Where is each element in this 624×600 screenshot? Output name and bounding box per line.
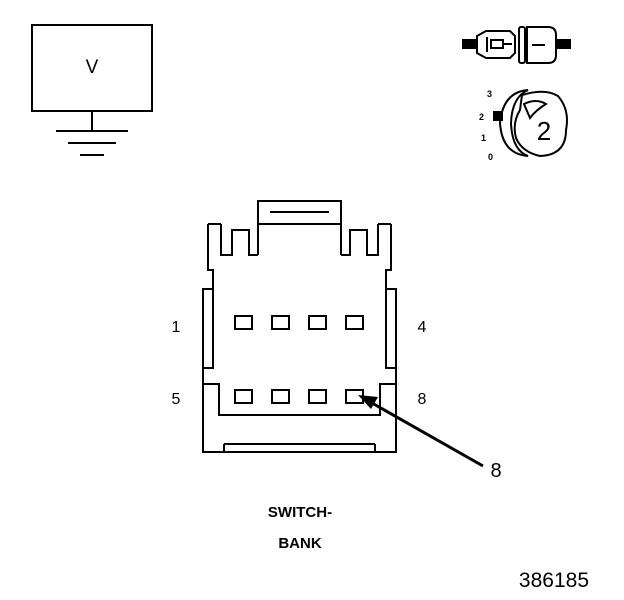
voltmeter-box [31,24,153,112]
selector-position-0: 0 [488,152,493,162]
terminal-cavity [271,389,290,404]
selector-position-1: 1 [481,133,486,143]
selector-value: 2 [537,116,551,146]
voltmeter-symbol: V [31,24,153,156]
pin-label-5: 5 [172,391,181,408]
ground-icon [56,111,128,156]
connector-housing [202,200,397,453]
connector-name-line-2: BANK [278,535,321,552]
selector-position-2: 2 [479,112,484,122]
terminal-cavity [234,315,253,330]
probe-connector-icon [462,26,571,64]
arrowhead-icon [358,395,378,409]
pin-label-8: 8 [418,391,427,408]
terminal-cavity [345,315,364,330]
pin-label-4: 4 [418,319,427,336]
callout-arrow [358,395,484,468]
voltmeter-label: V [86,57,99,78]
rotary-selector: 3 2 1 0 2 [479,89,568,162]
terminal-cavity [234,389,253,404]
rotary-knob-icon [493,89,568,158]
terminal-cavity [271,315,290,330]
connector-name-line-1: SWITCH- [268,504,332,521]
callout-label: 8 [490,460,501,482]
terminal-row-top [234,315,364,330]
selector-position-3: 3 [487,89,492,99]
terminal-row-bottom [234,389,364,404]
terminal-cavity [308,315,327,330]
pin-label-1: 1 [172,319,181,336]
figure-number: 386185 [519,569,589,592]
terminal-cavity [308,389,327,404]
